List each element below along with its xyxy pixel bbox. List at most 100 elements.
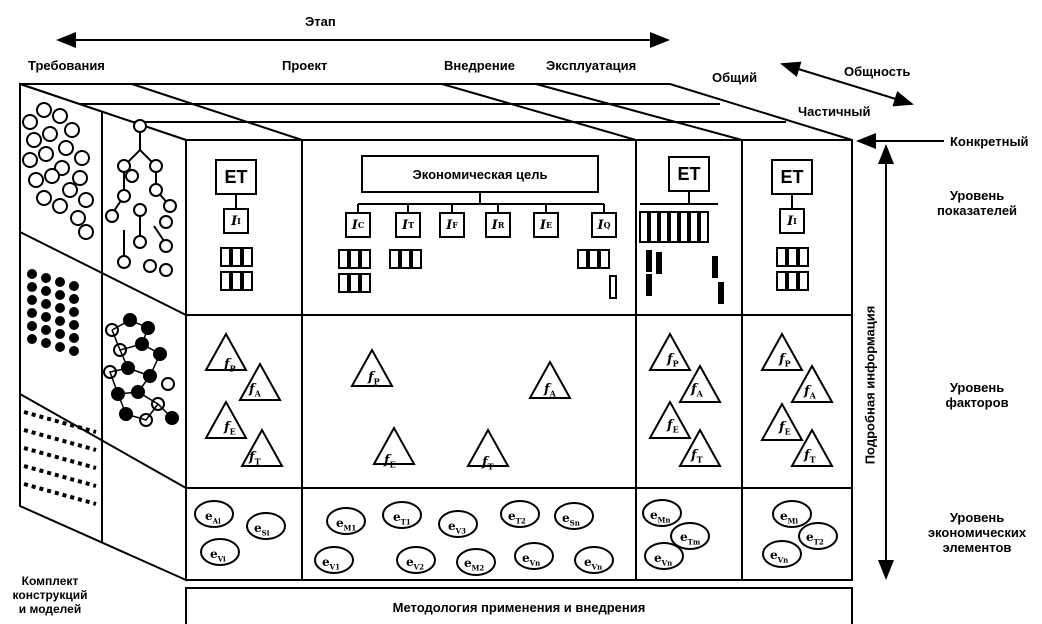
element-block xyxy=(699,211,709,243)
hollow-circle xyxy=(36,190,52,206)
element-block xyxy=(360,273,371,293)
element-ellipse xyxy=(642,499,682,527)
et-box-requirements: ЕТ xyxy=(215,159,257,195)
element-ellipse xyxy=(326,507,366,535)
element-block xyxy=(776,271,787,291)
element-block xyxy=(659,211,669,243)
hollow-circle xyxy=(72,170,88,186)
factor-label: fA xyxy=(249,382,261,399)
filled-dot xyxy=(27,334,37,344)
filled-dot xyxy=(27,308,37,318)
element-block xyxy=(689,211,699,243)
requirements-label: Требования xyxy=(28,58,105,73)
tree-node xyxy=(133,235,147,249)
factor-label: fP xyxy=(224,357,236,374)
hollow-circle xyxy=(74,150,90,166)
factor-label: fE xyxy=(667,418,679,435)
operation-label: Эксплуатация xyxy=(546,58,637,73)
element-block xyxy=(798,247,809,267)
graph-node xyxy=(161,377,175,391)
element-ellipse xyxy=(314,546,354,574)
element-bar xyxy=(656,252,662,274)
tree-node xyxy=(149,159,163,173)
element-label: eMn xyxy=(650,508,671,525)
element-ellipse xyxy=(500,500,540,528)
tree-node xyxy=(133,203,147,217)
filled-dot xyxy=(41,273,51,283)
generality-arrow xyxy=(780,61,914,107)
methodology-box xyxy=(185,587,853,624)
factor-triangle xyxy=(678,427,722,467)
graph-edge xyxy=(117,393,159,421)
filled-dot xyxy=(27,295,37,305)
element-ellipse xyxy=(762,540,802,568)
methodology-label: Методология применения и внедрения xyxy=(392,600,646,615)
element-label: eVn xyxy=(770,548,789,565)
element-label: eVn xyxy=(654,551,673,568)
hollow-circle xyxy=(78,224,94,240)
element-block xyxy=(787,247,798,267)
element-label: eTm xyxy=(680,530,701,547)
partial-label: Частичный xyxy=(798,104,871,119)
filled-dot xyxy=(41,299,51,309)
factor-label: fT xyxy=(691,448,703,465)
element-ellipse xyxy=(514,542,554,570)
factor-label: fP xyxy=(667,352,679,369)
element-block xyxy=(588,249,599,269)
hollow-circle xyxy=(44,168,60,184)
hollow-circle xyxy=(38,146,54,162)
element-block xyxy=(411,249,422,269)
hollow-circle xyxy=(52,198,68,214)
element-label: eAi xyxy=(205,509,221,526)
hollow-circle xyxy=(28,172,44,188)
factor-triangle xyxy=(238,361,282,401)
factor-triangle xyxy=(790,427,834,467)
element-block xyxy=(220,247,231,267)
element-label: eMi xyxy=(780,509,799,526)
element-ellipse xyxy=(382,501,422,529)
filled-dot xyxy=(69,307,79,317)
project-label: Проект xyxy=(282,58,328,73)
element-block xyxy=(639,211,649,243)
element-ellipse xyxy=(246,512,286,540)
element-ellipse xyxy=(772,500,812,528)
element-label: eT2 xyxy=(806,530,824,547)
element-block xyxy=(599,249,610,269)
element-ellipse xyxy=(456,548,496,576)
general-label: Общий xyxy=(712,70,758,85)
element-block xyxy=(360,249,371,269)
hollow-circle xyxy=(70,210,86,226)
element-label: eVn xyxy=(522,551,541,568)
factor-label: fP xyxy=(779,352,791,369)
element-block xyxy=(577,249,588,269)
factor-triangle xyxy=(372,425,416,465)
filled-dot xyxy=(55,303,65,313)
element-label: eT1 xyxy=(393,510,411,527)
hollow-circle xyxy=(62,182,78,198)
tree-node xyxy=(163,199,177,213)
factor-label: fP xyxy=(368,370,380,387)
hollow-circle xyxy=(22,114,38,130)
element-block xyxy=(349,249,360,269)
factor-label: fA xyxy=(544,382,556,399)
factor-triangle xyxy=(350,347,394,387)
hollow-circle xyxy=(36,102,52,118)
element-bar xyxy=(646,274,652,296)
factor-triangle xyxy=(240,427,284,467)
tree-node xyxy=(159,239,173,253)
hollow-circle xyxy=(78,192,94,208)
element-block xyxy=(609,275,617,299)
filled-dot xyxy=(69,281,79,291)
element-label: eT2 xyxy=(508,509,526,526)
filled-dot xyxy=(55,277,65,287)
stage-label: Этап xyxy=(305,14,336,29)
hollow-circle xyxy=(64,122,80,138)
element-block xyxy=(220,271,231,291)
